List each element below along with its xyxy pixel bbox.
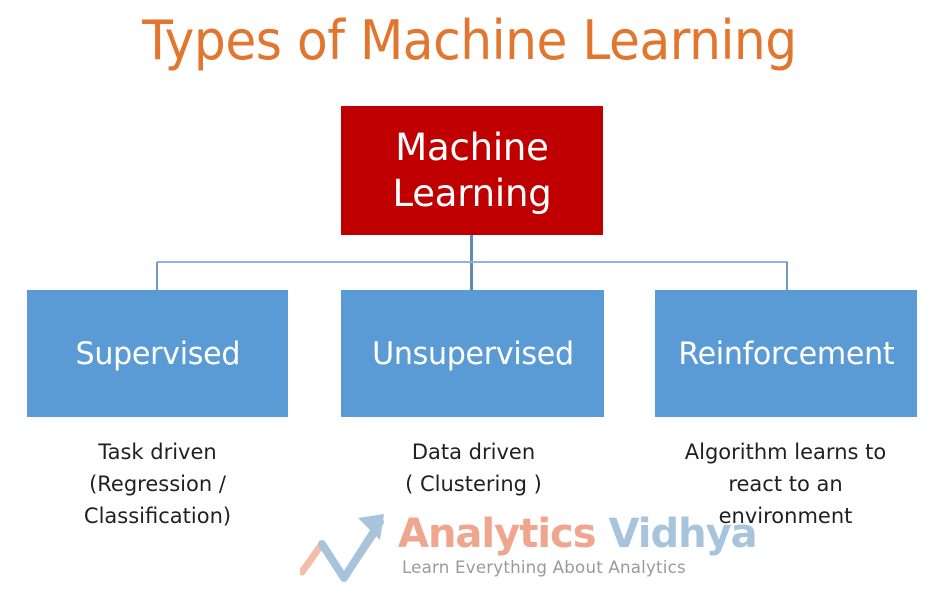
caption-unsupervised: Data driven ( Clustering ) — [333, 436, 614, 500]
logo-tagline: Learn Everything About Analytics — [402, 558, 686, 578]
node-reinforcement-label: Reinforcement — [677, 335, 895, 372]
caption-supervised-line-3: Classification) — [83, 504, 232, 528]
node-reinforcement: Reinforcement — [655, 290, 917, 417]
caption-reinforcement-line-1: Algorithm learns to — [684, 440, 887, 464]
caption-unsupervised-line-1: Data driven — [411, 440, 536, 464]
page-title: Types of Machine Learning — [142, 9, 797, 72]
node-supervised-label: Supervised — [75, 335, 240, 372]
caption-supervised: Task driven (Regression / Classification… — [17, 436, 298, 532]
connector-drop-supervised — [156, 262, 158, 291]
logo-word-analytics: Analytics — [398, 511, 597, 557]
logo-word-vidhya: Vidhya — [595, 511, 757, 557]
logo-wordmark: Analytics Vidhya — [398, 511, 758, 557]
node-machine-learning-label: Machine Learning — [392, 125, 551, 217]
caption-reinforcement: Algorithm learns to react to an environm… — [645, 436, 926, 532]
node-unsupervised-label: Unsupervised — [371, 335, 574, 372]
upward-trend-arrow-icon — [300, 514, 384, 582]
node-supervised: Supervised — [27, 290, 288, 417]
node-root-line-2: Learning — [392, 171, 552, 215]
connector-horizontal-bar — [157, 261, 788, 263]
connector-drop-reinforcement — [786, 262, 788, 291]
caption-unsupervised-line-2: ( Clustering ) — [405, 472, 542, 496]
caption-reinforcement-line-3: environment — [718, 504, 853, 528]
node-root-line-1: Machine — [395, 125, 549, 169]
analytics-vidhya-watermark: Analytics Vidhya Learn Everything About … — [300, 506, 758, 592]
caption-supervised-line-1: Task driven — [98, 440, 217, 464]
caption-supervised-line-2: (Regression / — [89, 472, 226, 496]
node-machine-learning: Machine Learning — [341, 106, 603, 235]
node-unsupervised: Unsupervised — [341, 290, 604, 417]
caption-reinforcement-line-2: react to an — [728, 472, 843, 496]
